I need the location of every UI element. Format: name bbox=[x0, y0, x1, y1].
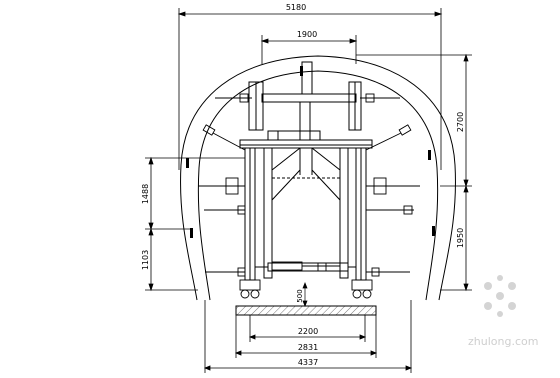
dim-arch-span bbox=[260, 35, 358, 64]
right-bogie bbox=[351, 279, 373, 299]
dim-bottom bbox=[203, 300, 413, 373]
label-base-outer: 4337 bbox=[298, 358, 318, 367]
label-lower-height: 1950 bbox=[456, 228, 465, 248]
lower-cylinder bbox=[271, 261, 340, 272]
label-left-upper: 1488 bbox=[141, 184, 150, 204]
lining-details bbox=[186, 66, 435, 238]
base-slab bbox=[235, 305, 377, 316]
tunnel-outer-profile bbox=[180, 55, 456, 301]
left-bogie bbox=[239, 279, 261, 299]
label-base-inner: 2200 bbox=[298, 327, 318, 336]
dim-small-vertical bbox=[302, 282, 308, 307]
side-braces bbox=[198, 93, 420, 277]
watermark-text: zhulong.com bbox=[468, 335, 538, 348]
dim-top-width bbox=[177, 8, 443, 170]
label-arch-span: 1900 bbox=[297, 30, 317, 39]
tunnel-profile bbox=[180, 55, 456, 301]
formwork-frame bbox=[239, 61, 373, 281]
watermark-logo bbox=[484, 275, 516, 317]
label-left-lower: 1103 bbox=[141, 250, 150, 270]
label-top-width: 5180 bbox=[286, 3, 306, 12]
label-base-mid: 2831 bbox=[298, 343, 318, 352]
dim-right-vertical bbox=[356, 53, 472, 292]
tunnel-inner-profile bbox=[197, 70, 439, 301]
label-small-vertical: 500 bbox=[296, 289, 304, 302]
label-upper-height: 2700 bbox=[456, 112, 465, 132]
dim-left-vertical bbox=[145, 156, 245, 292]
